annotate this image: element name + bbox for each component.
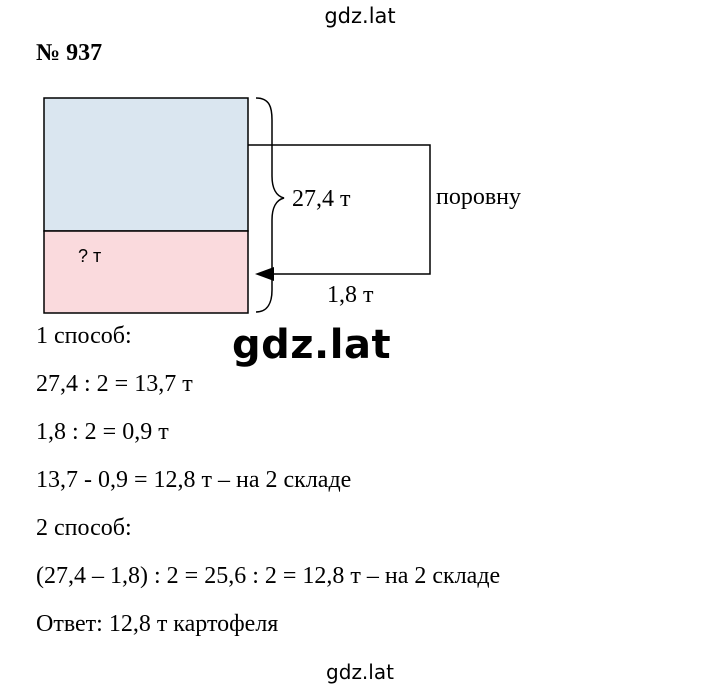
task-number: № 937	[36, 40, 103, 66]
total-label: 27,4 т	[292, 186, 351, 212]
unknown-label: ? т	[78, 246, 101, 266]
problem-diagram: ? т 27,4 т поровну 1,8 т	[43, 97, 521, 314]
equal-label: поровну	[436, 184, 521, 210]
answer: Ответ: 12,8 т картофеля	[36, 611, 279, 637]
method2-step1: (27,4 – 1,8) : 2 = 25,6 : 2 = 12,8 т – н…	[36, 563, 501, 589]
method1-title: 1 способ:	[36, 323, 132, 349]
equal-bracket	[248, 144, 431, 275]
total-brace	[255, 97, 285, 313]
method1-step1: 27,4 : 2 = 13,7 т	[36, 371, 193, 397]
bottom-block	[43, 230, 249, 314]
watermark-middle: gdz.lat	[232, 322, 392, 368]
method2-title: 2 способ:	[36, 515, 132, 541]
top-block	[43, 97, 249, 232]
method1-step2: 1,8 : 2 = 0,9 т	[36, 419, 169, 445]
arrow-head	[255, 267, 274, 281]
method1-step3: 13,7 - 0,9 = 12,8 т – на 2 складе	[36, 467, 352, 493]
watermark-top: gdz.lat	[324, 4, 396, 28]
difference-label: 1,8 т	[327, 282, 374, 308]
watermark-bottom: gdz.lat	[326, 660, 394, 684]
